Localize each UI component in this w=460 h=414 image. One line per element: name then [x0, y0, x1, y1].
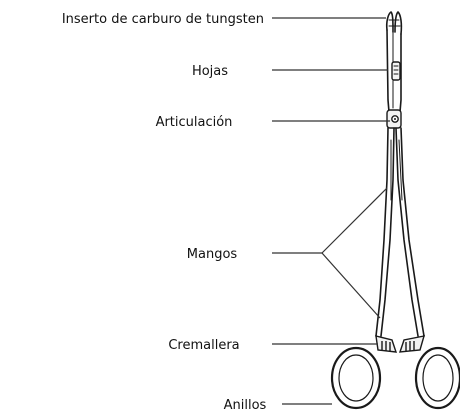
- ratchet: [375, 335, 425, 353]
- label-rings: Anillos: [224, 398, 267, 413]
- handles: [375, 127, 425, 337]
- leader-line-handles-upper: [321, 187, 388, 254]
- box-joint: [386, 109, 402, 129]
- label-joint: Articulación: [156, 115, 233, 130]
- label-jaws: Hojas: [192, 64, 228, 79]
- label-handles: Mangos: [187, 247, 238, 262]
- part-labels: Inserto de carburo de tungsten Hojas Art…: [62, 12, 267, 413]
- label-ratchet: Cremallera: [168, 338, 239, 353]
- jaws: [386, 29, 402, 113]
- label-tip: Inserto de carburo de tungsten: [62, 12, 264, 27]
- finger-rings: [330, 346, 460, 410]
- leader-line-handles-lower: [321, 252, 381, 319]
- needle-holder-illustration: [330, 11, 460, 410]
- tungsten-carbide-tip: [385, 11, 403, 35]
- leader-lines: [272, 17, 390, 405]
